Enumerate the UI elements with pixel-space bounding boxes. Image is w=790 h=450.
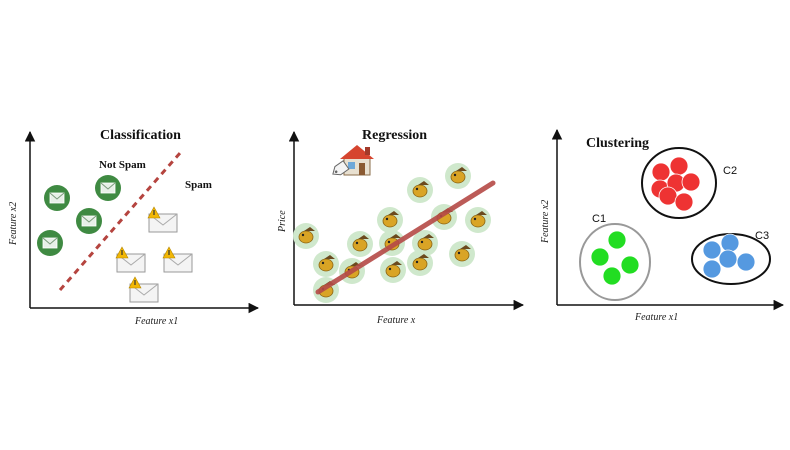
not-spam-points	[37, 175, 121, 256]
regression-point	[407, 177, 433, 203]
spam-point	[128, 276, 159, 303]
spam-label: Spam	[185, 179, 212, 191]
price-tag-icon	[332, 160, 350, 176]
clustering-x-label: Feature x1	[634, 312, 678, 323]
regression-points	[293, 163, 491, 303]
not-spam-label: Not Spam	[99, 159, 146, 171]
not-spam-point	[37, 230, 63, 256]
cluster-point	[602, 266, 622, 286]
clustering-panel: Clustering Feature x1 Feature x2 C1 C2 C…	[540, 128, 785, 323]
classification-title: Classification	[100, 128, 181, 143]
regression-x-label: Feature x	[376, 315, 416, 326]
cluster-point	[674, 192, 694, 212]
regression-y-label: Price	[277, 210, 288, 233]
regression-point	[449, 241, 475, 267]
cluster-c1-boundary	[579, 223, 651, 301]
cluster-c2-boundary	[641, 147, 717, 219]
cluster-c3-label: C3	[755, 230, 769, 242]
cluster-c1-points	[590, 230, 640, 286]
cluster-point	[651, 162, 671, 182]
regression-panel: Regression Feature x Price	[277, 128, 525, 326]
classification-x-label: Feature x1	[134, 316, 178, 327]
spam-point	[115, 246, 146, 273]
regression-point	[313, 251, 339, 277]
spam-point	[162, 246, 193, 273]
not-spam-point	[76, 208, 102, 234]
decision-boundary	[58, 152, 182, 291]
cluster-c2-points	[650, 156, 701, 212]
regression-point	[377, 207, 403, 233]
clustering-title: Clustering	[586, 136, 649, 151]
cluster-c1-label: C1	[592, 213, 606, 225]
regression-point	[407, 250, 433, 276]
cluster-point	[620, 255, 640, 275]
clustering-y-label: Feature x2	[540, 200, 551, 244]
cluster-c3-points	[702, 233, 756, 279]
cluster-point	[736, 252, 756, 272]
regression-point	[412, 230, 438, 256]
cluster-c2-label: C2	[723, 165, 737, 177]
regression-title: Regression	[362, 128, 427, 143]
cluster-point	[718, 249, 738, 269]
classification-panel: Classification Not Spam Spam Feature x1 …	[8, 128, 260, 327]
cluster-point	[590, 247, 610, 267]
not-spam-point	[95, 175, 121, 201]
regression-point	[380, 257, 406, 283]
regression-point	[347, 231, 373, 257]
regression-point	[445, 163, 471, 189]
spam-point	[147, 206, 178, 233]
regression-point	[293, 223, 319, 249]
cluster-point	[669, 156, 689, 176]
classification-y-label: Feature x2	[8, 202, 19, 246]
cluster-point	[702, 240, 722, 260]
cluster-point	[681, 172, 701, 192]
regression-point	[465, 207, 491, 233]
cluster-point	[720, 233, 740, 253]
spam-points	[115, 206, 193, 303]
cluster-point	[607, 230, 627, 250]
cluster-point	[658, 186, 678, 206]
regression-fit-line	[315, 180, 496, 295]
not-spam-point	[44, 185, 70, 211]
cluster-point	[702, 259, 722, 279]
